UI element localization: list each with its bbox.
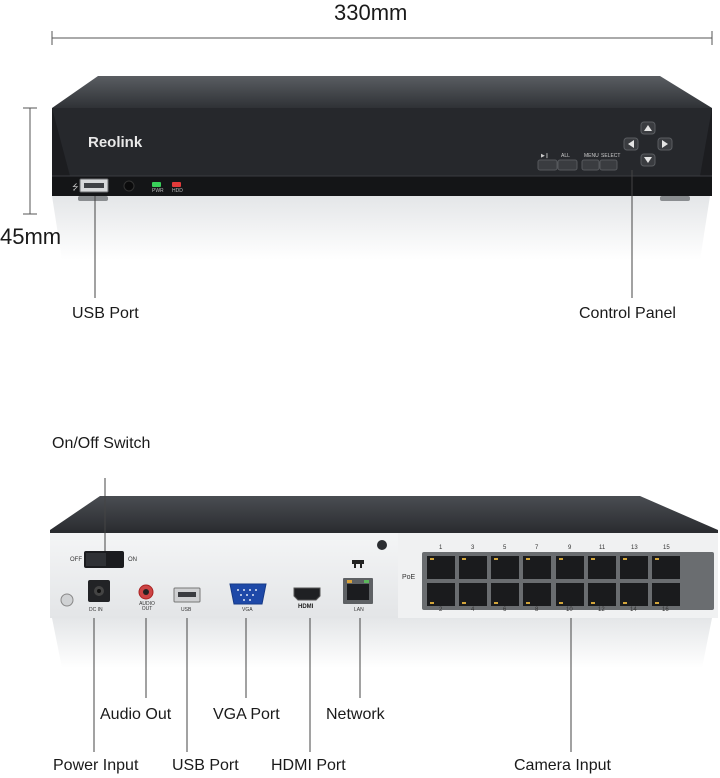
select-button-label: SELECT <box>601 153 621 159</box>
port-number: 4 <box>471 607 475 613</box>
height-label: 45mm <box>0 224 62 249</box>
port-number: 13 <box>631 545 638 551</box>
network-label: Network <box>326 706 385 723</box>
control-panel-label: Control Panel <box>579 305 676 322</box>
usb-symbol-icon: ⭍ <box>72 183 79 192</box>
dc-in-text: DC IN <box>89 607 103 613</box>
port-number: 2 <box>439 607 443 613</box>
hdmi-port-label: HDMI Port <box>271 757 346 774</box>
on-off-switch-label: On/Off Switch <box>52 435 151 452</box>
width-label: 330mm <box>334 0 408 25</box>
back-unit <box>50 496 718 668</box>
port-number: 8 <box>535 607 539 613</box>
port-number: 5 <box>503 545 507 551</box>
vga-text: VGA <box>242 607 253 613</box>
vga-port-label: VGA Port <box>213 706 280 723</box>
port-number: 10 <box>566 607 573 613</box>
lan-text: LAN <box>354 607 364 613</box>
front-unit: ⭍ <box>52 76 712 260</box>
port-number: 11 <box>599 545 606 551</box>
audio-out-text: AUDIO OUT <box>139 601 155 612</box>
port-number: 14 <box>630 607 637 613</box>
port-number: 16 <box>662 607 669 613</box>
all-button-label: ALL <box>561 153 570 159</box>
camera-input-label: Camera Input <box>514 757 611 774</box>
port-number: 15 <box>663 545 670 551</box>
port-number: 3 <box>471 545 475 551</box>
hdd-led <box>172 182 181 187</box>
hdd-label: HDD <box>172 188 183 194</box>
port-number: 6 <box>503 607 507 613</box>
pwr-label: PWR <box>152 188 164 194</box>
pwr-led <box>152 182 161 187</box>
power-input-label: Power Input <box>53 757 139 774</box>
poe-text: PoE <box>402 574 416 581</box>
brand-logo: Reolink <box>88 134 143 151</box>
port-number: 12 <box>598 607 605 613</box>
on-text: ON <box>128 557 137 563</box>
menu-button-label: MENU <box>584 153 599 159</box>
audio-out-label: Audio Out <box>100 706 172 723</box>
width-dimension <box>51 31 713 45</box>
usb-port-front-label: USB Port <box>72 305 139 322</box>
play-button-label: ▶❙ <box>541 153 550 159</box>
dpad <box>623 121 673 167</box>
port-number: 7 <box>535 545 539 551</box>
port-number: 1 <box>439 545 443 551</box>
height-dimension <box>23 107 37 215</box>
usb-port-back-label: USB Port <box>172 757 239 774</box>
hdmi-text: HDMI <box>298 604 314 610</box>
port-number: 9 <box>568 545 572 551</box>
poe-ports <box>422 552 714 610</box>
off-text: OFF <box>70 557 82 563</box>
usb-text: USB <box>181 607 192 613</box>
